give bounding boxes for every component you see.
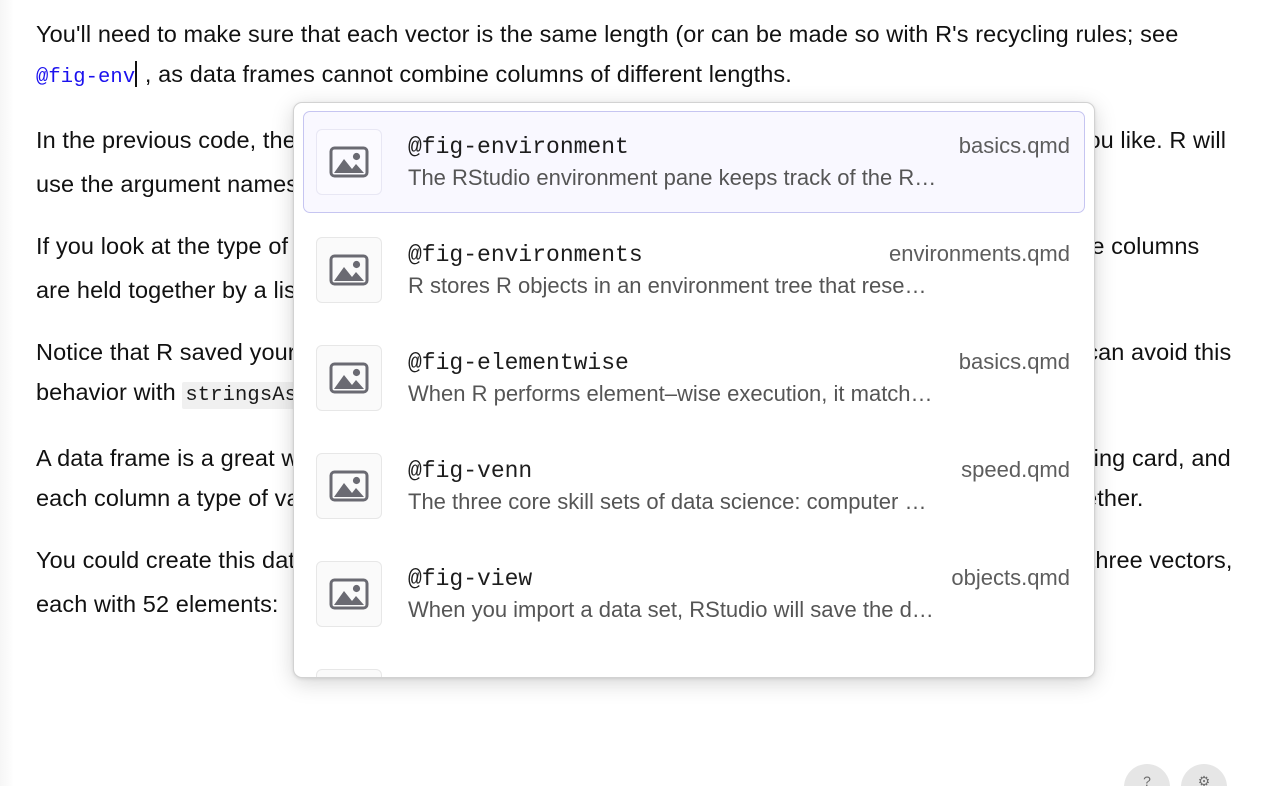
settings-button[interactable]: ⚙	[1181, 764, 1227, 786]
autocomplete-item-body: @fig-environments environments.qmd R store…	[408, 241, 1070, 299]
autocomplete-item-header: @fig-environment basics.qmd	[408, 133, 1070, 160]
text-run: , as data frames cannot combine columns …	[138, 61, 792, 87]
image-placeholder-icon	[329, 254, 369, 286]
autocomplete-item-header: @fig-view objects.qmd	[408, 565, 1070, 592]
autocomplete-item-thumbnail	[316, 129, 382, 195]
autocomplete-item-file: speed.qmd	[961, 457, 1070, 482]
autocomplete-item-id: @fig-environment	[408, 134, 629, 160]
autocomplete-item-id: @fig-elementwise	[408, 350, 629, 376]
autocomplete-item[interactable]: @fig-cardsbasics.qmd	[303, 651, 1085, 677]
text-run: You'll need to make sure that each vecto…	[36, 21, 1179, 47]
autocomplete-item-thumbnail	[316, 453, 382, 519]
text-cursor	[135, 61, 138, 87]
gear-icon: ⚙	[1197, 773, 1211, 786]
autocomplete-item-file: basics.qmd	[958, 133, 1070, 158]
autocomplete-item-id: @fig-environments	[408, 242, 643, 268]
image-placeholder-icon	[329, 578, 369, 610]
help-button[interactable]: ?	[1124, 764, 1170, 786]
autocomplete-item-thumbnail	[316, 237, 382, 303]
autocomplete-item-header: @fig-venn speed.qmd	[408, 457, 1070, 484]
autocomplete-item-description: When R performs element–wise execution, …	[408, 381, 933, 406]
image-placeholder-icon	[329, 362, 369, 394]
autocomplete-item-file: basics.qmd	[958, 349, 1070, 374]
autocomplete-item-file: objects.qmd	[951, 565, 1070, 590]
editor-left-gutter	[0, 0, 14, 786]
crossref-token[interactable]: @fig-env	[36, 66, 136, 89]
autocomplete-item-id: @fig-view	[408, 566, 533, 592]
help-icon: ?	[1143, 773, 1151, 786]
autocomplete-item-description: The RStudio environment pane keeps track…	[408, 165, 937, 190]
image-placeholder-icon	[329, 146, 369, 178]
autocomplete-item-description: When you import a data set, RStudio will…	[408, 597, 934, 622]
autocomplete-item-header: @fig-environments environments.qmd	[408, 241, 1070, 268]
autocomplete-item-description: R stores R objects in an environment tre…	[408, 273, 927, 298]
autocomplete-item-thumbnail	[316, 561, 382, 627]
autocomplete-item-description: The three core skill sets of data scienc…	[408, 489, 927, 514]
autocomplete-item[interactable]: @fig-environments environments.qmd R store…	[303, 219, 1085, 321]
autocomplete-item-id: @fig-venn	[408, 458, 533, 484]
image-placeholder-icon	[329, 470, 369, 502]
paragraph: You'll need to make sure that each vecto…	[36, 14, 1236, 98]
autocomplete-item-thumbnail	[316, 669, 382, 677]
autocomplete-item-header: @fig-elementwise basics.qmd	[408, 349, 1070, 376]
autocomplete-item-file: environments.qmd	[889, 241, 1070, 266]
autocomplete-item-thumbnail	[316, 345, 382, 411]
